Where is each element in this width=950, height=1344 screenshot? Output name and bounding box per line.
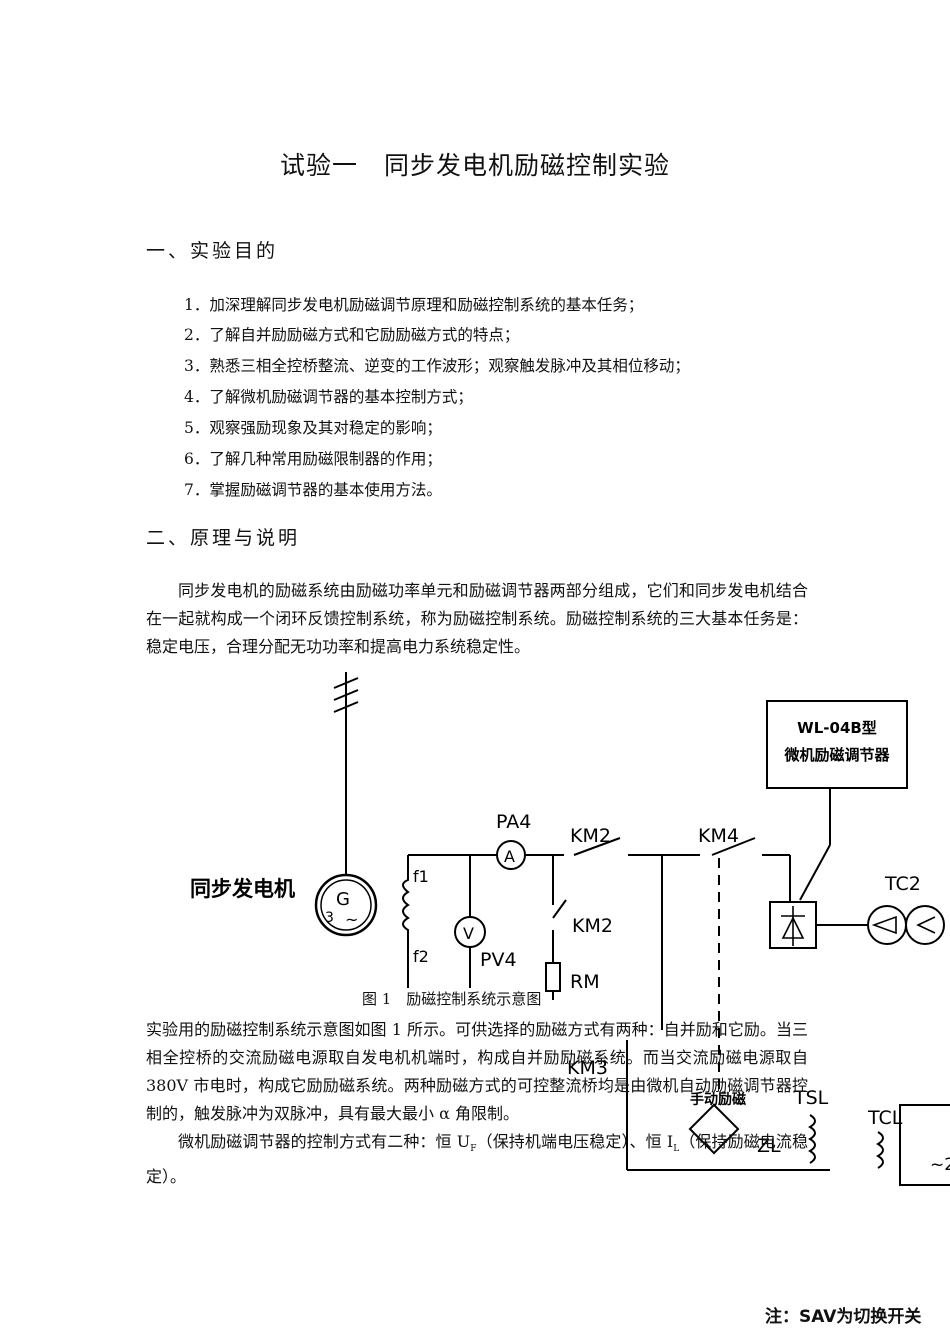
section-heading-objectives: 一、实验目的 — [146, 240, 279, 262]
subscript: L — [673, 1144, 680, 1155]
regulator-label-1: WL-04B型 — [797, 719, 877, 737]
rm-label: RM — [570, 971, 600, 993]
km3-label: KM3 — [567, 1057, 608, 1079]
list-item: 2．了解自并励励磁方式和它励励磁方式的特点； — [184, 326, 520, 344]
list-item: 3．熟悉三相全控桥整流、逆变的工作波形；观察触发脉冲及其相位移动； — [184, 357, 690, 375]
list-item: 6．了解几种常用励磁限制器的作用； — [184, 450, 442, 468]
subscript: F — [470, 1144, 477, 1155]
generator-label: 同步发电机 — [190, 877, 295, 901]
f1-label: f1 — [413, 867, 429, 886]
pv4-label: PV4 — [480, 949, 517, 971]
km4-label: KM4 — [698, 825, 739, 847]
ac-source-label: ~2 — [930, 1155, 950, 1175]
voltmeter-symbol: V — [463, 924, 474, 943]
ammeter-symbol: A — [504, 847, 515, 866]
km2-vert-label: KM2 — [572, 915, 613, 937]
regulator-label-2: 微机励磁调节器 — [783, 746, 890, 764]
generator-phase: 3 — [325, 910, 334, 926]
list-item: 1．加深理解同步发电机励磁调节原理和励磁控制系统的基本任务； — [184, 296, 644, 314]
paragraph-text: 同步发电机的励磁系统由励磁功率单元和励磁调节器两部分组成，它们和同步发电机结合在… — [146, 581, 808, 656]
f2-label: f2 — [413, 947, 429, 966]
paragraph-text: 实验用的励磁控制系统示意图如图 1 所示。可供选择的励磁方式有两种：自并励和它励… — [146, 1020, 808, 1123]
page-title: 试验一 同步发电机励磁控制实验 — [279, 151, 670, 180]
zl-label: ZL — [757, 1135, 781, 1157]
generator-ac: ~ — [345, 910, 358, 929]
paragraph-text: 微机励磁调节器的控制方式有二种：恒 U — [178, 1132, 471, 1151]
section-heading-principle: 二、原理与说明 — [146, 527, 301, 549]
pa4-label: PA4 — [496, 811, 531, 833]
paragraph-control-modes: 微机励磁调节器的控制方式有二种：恒 UF（保持机端电压稳定）、恒 IL（保持励磁… — [146, 1128, 808, 1191]
figure-caption: 图 1 励磁控制系统示意图 — [360, 988, 544, 1009]
excitation-system-diagram: 同步发电机 PA4 KM2 KM4 KM2 PV4 RM f1 f2 G 3 ~… — [190, 672, 950, 1186]
list-item: 4．了解微机励磁调节器的基本控制方式； — [184, 388, 473, 406]
list-item: 5．观察强励现象及其对稳定的影响； — [184, 419, 442, 437]
paragraph-intro: 同步发电机的励磁系统由励磁功率单元和励磁调节器两部分组成，它们和同步发电机结合在… — [146, 577, 808, 661]
paragraph-text: （保持机端电压稳定）、恒 I — [476, 1132, 674, 1151]
generator-g: G — [336, 889, 350, 910]
list-item: 7．掌握励磁调节器的基本使用方法。 — [184, 481, 442, 499]
tcl-label: TCL — [867, 1107, 903, 1129]
paragraph-excitation: 实验用的励磁控制系统示意图如图 1 所示。可供选择的励磁方式有两种：自并励和它励… — [146, 1016, 808, 1191]
tsl-label: TSL — [793, 1087, 829, 1109]
figure-note: 注：SAV为切换开关 — [765, 1307, 922, 1327]
manual-excitation-label: 手动励磁 — [690, 1091, 746, 1108]
km2-top-label: KM2 — [570, 825, 611, 847]
tc2-label: TC2 — [884, 873, 921, 895]
paragraph-text: （保持励磁电流稳定）。 — [146, 1132, 808, 1187]
